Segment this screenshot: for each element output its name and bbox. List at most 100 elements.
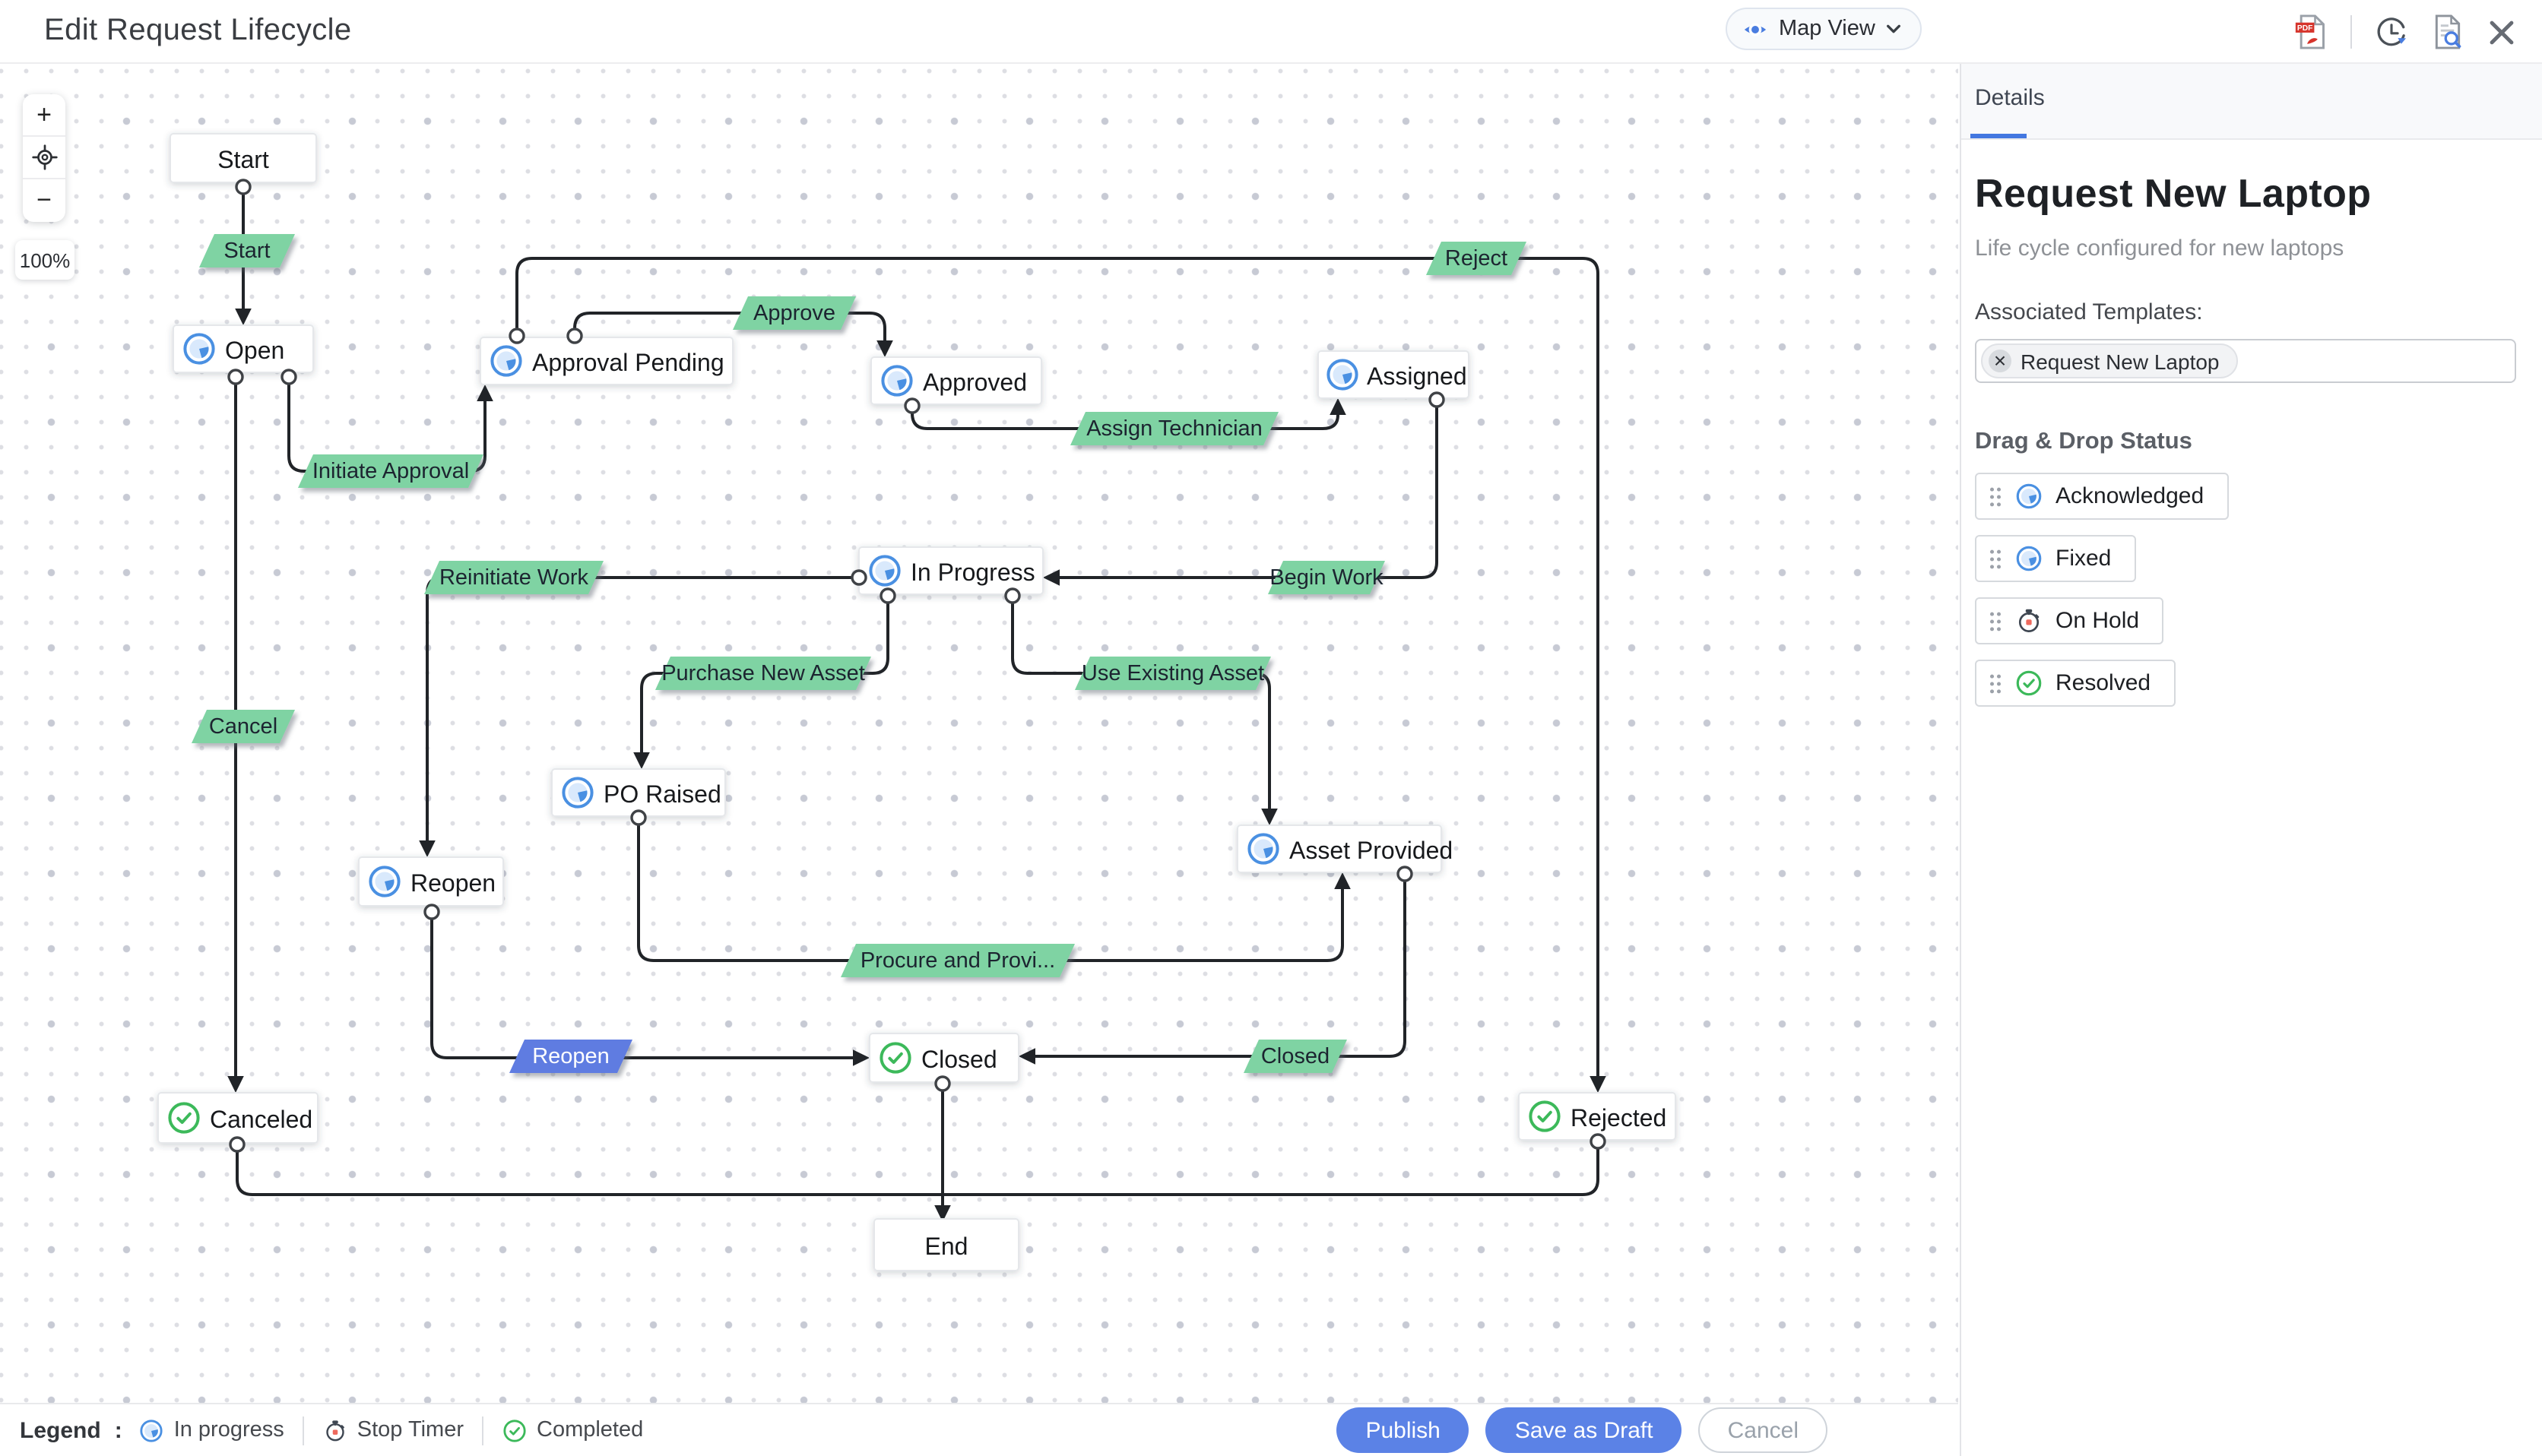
connection-port[interactable]: [630, 809, 647, 826]
edge-asset-provided-closed[interactable]: [1034, 874, 1406, 1058]
recenter-button[interactable]: [23, 137, 65, 179]
transition-reopen[interactable]: Reopen: [509, 1040, 632, 1073]
connection-port[interactable]: [1428, 391, 1445, 408]
svg-text:Rejected: Rejected: [1571, 1104, 1666, 1132]
transition-reinitiate-work[interactable]: Reinitiate Work: [424, 561, 604, 594]
legend: Legend : In progress Stop Timer Complete…: [0, 1416, 643, 1445]
svg-text:Initiate Approval: Initiate Approval: [312, 459, 469, 483]
transition-use-existing-asset[interactable]: Use Existing Asset: [1075, 657, 1271, 690]
transition-start[interactable]: Start: [199, 234, 295, 267]
svg-text:Reinitiate Work: Reinitiate Work: [439, 565, 589, 590]
footer-buttons: Publish Save as Draft Cancel: [1336, 1407, 1958, 1453]
zoom-in-button[interactable]: +: [23, 94, 65, 137]
connection-port[interactable]: [235, 179, 252, 195]
status-node-asset-provided[interactable]: Asset Provided: [1237, 825, 1453, 873]
svg-text:Start: Start: [217, 146, 269, 173]
svg-text:Closed: Closed: [921, 1046, 997, 1073]
draggable-status-resolved[interactable]: Resolved: [1975, 660, 2176, 707]
status-node-approved[interactable]: Approved: [870, 356, 1042, 405]
status-node-rejected[interactable]: Rejected: [1518, 1092, 1676, 1141]
status-node-po-raised[interactable]: PO Raised: [551, 768, 726, 817]
connection-port[interactable]: [1004, 587, 1021, 604]
status-node-start[interactable]: Start: [170, 133, 317, 183]
in-progress-icon: [141, 1419, 163, 1442]
connection-port[interactable]: [1590, 1133, 1606, 1150]
legend-colon: :: [114, 1417, 122, 1443]
edge-reopen-closed[interactable]: [430, 912, 854, 1059]
top-bar: Edit Request Lifecycle Map View PDF: [0, 0, 2542, 64]
draggable-status-on-hold[interactable]: On Hold: [1975, 597, 2164, 644]
edge-merge-to-end[interactable]: [236, 1141, 1599, 1196]
associated-templates-input[interactable]: × Request New Laptop: [1975, 339, 2516, 383]
legend-title: Legend: [20, 1417, 101, 1443]
arrowheads: [227, 309, 1606, 1222]
zoom-out-button[interactable]: −: [36, 185, 52, 214]
in-progress-icon: [1247, 833, 1279, 865]
publish-button[interactable]: Publish: [1336, 1407, 1469, 1453]
edge-approval-pending-rejected[interactable]: [515, 257, 1599, 1078]
draggable-status-acknowledged[interactable]: Acknowledged: [1975, 473, 2229, 520]
history-icon[interactable]: [2375, 14, 2408, 50]
in-progress-icon: [2016, 546, 2042, 571]
template-chip: × Request New Laptop: [1981, 343, 2238, 378]
transition-approve[interactable]: Approve: [733, 296, 856, 330]
remove-chip-icon[interactable]: ×: [1989, 349, 2011, 372]
in-progress-icon: [881, 365, 913, 397]
document-preview-icon[interactable]: [2431, 14, 2464, 50]
svg-text:Use Existing Asset: Use Existing Asset: [1082, 661, 1264, 685]
svg-text:Open: Open: [225, 337, 284, 364]
completed-icon: [1529, 1100, 1561, 1132]
status-node-approval-pending[interactable]: Approval Pending: [480, 337, 734, 385]
draggable-status-fixed[interactable]: Fixed: [1975, 535, 2136, 582]
connection-port[interactable]: [934, 1075, 951, 1092]
connection-port[interactable]: [281, 369, 297, 385]
svg-text:Reopen: Reopen: [532, 1044, 610, 1068]
edge-approval-pending-approved[interactable]: [573, 312, 886, 342]
status-node-assigned[interactable]: Assigned: [1317, 350, 1469, 399]
status-node-open[interactable]: Open: [173, 324, 314, 373]
connection-port[interactable]: [227, 369, 244, 385]
connection-port[interactable]: [566, 328, 583, 344]
save-as-draft-button[interactable]: Save as Draft: [1485, 1407, 1682, 1453]
active-tab-indicator: [1970, 133, 2027, 138]
in-progress-icon: [562, 777, 594, 809]
status-node-closed[interactable]: Closed: [869, 1033, 1019, 1083]
legend-item-stop-timer: Stop Timer: [322, 1417, 464, 1443]
close-icon[interactable]: [2487, 17, 2516, 46]
transition-initiate-approval[interactable]: Initiate Approval: [298, 454, 483, 488]
connection-port[interactable]: [509, 328, 525, 344]
svg-text:Closed: Closed: [1261, 1044, 1330, 1068]
edge-assigned-in-progress[interactable]: [1058, 400, 1438, 579]
connection-port[interactable]: [904, 397, 921, 414]
cancel-button[interactable]: Cancel: [1698, 1407, 1827, 1453]
workflow-canvas[interactable]: Start Initiate Approval Approve Reject A…: [0, 64, 1958, 1403]
status-node-end[interactable]: End: [873, 1218, 1019, 1271]
svg-text:PO Raised: PO Raised: [604, 780, 721, 808]
connection-port[interactable]: [423, 904, 440, 920]
transition-closed[interactable]: Closed: [1244, 1040, 1347, 1073]
connection-port[interactable]: [880, 587, 896, 604]
canvas-footer: Legend : In progress Stop Timer Complete…: [0, 1403, 1958, 1456]
transition-assign-technician[interactable]: Assign Technician: [1070, 412, 1279, 445]
transition-reject[interactable]: Reject: [1426, 242, 1526, 275]
status-node-reopen[interactable]: Reopen: [358, 856, 504, 907]
divider: [2350, 15, 2352, 49]
drag-handle-icon: [1989, 673, 2002, 693]
transition-procure-and-provision[interactable]: Procure and Provi...: [841, 944, 1075, 977]
transition-begin-work[interactable]: Begin Work: [1268, 561, 1385, 594]
connection-port[interactable]: [851, 569, 867, 586]
transition-cancel[interactable]: Cancel: [192, 710, 295, 743]
status-node-in-progress[interactable]: In Progress: [858, 546, 1044, 595]
pdf-export-icon[interactable]: PDF: [2294, 14, 2328, 50]
connection-port[interactable]: [229, 1136, 246, 1153]
svg-text:PDF: PDF: [2297, 24, 2313, 33]
status-node-canceled[interactable]: Canceled: [157, 1092, 319, 1144]
edge-approved-assigned[interactable]: [911, 406, 1339, 430]
map-view-selector[interactable]: Map View: [1726, 8, 1922, 50]
transition-purchase-new-asset[interactable]: Purchase New Asset: [655, 657, 871, 690]
edge-in-progress-asset-provided[interactable]: [1011, 596, 1271, 810]
in-progress-icon: [1326, 359, 1358, 391]
tab-details[interactable]: Details: [1975, 85, 2045, 111]
connection-port[interactable]: [1396, 866, 1413, 882]
